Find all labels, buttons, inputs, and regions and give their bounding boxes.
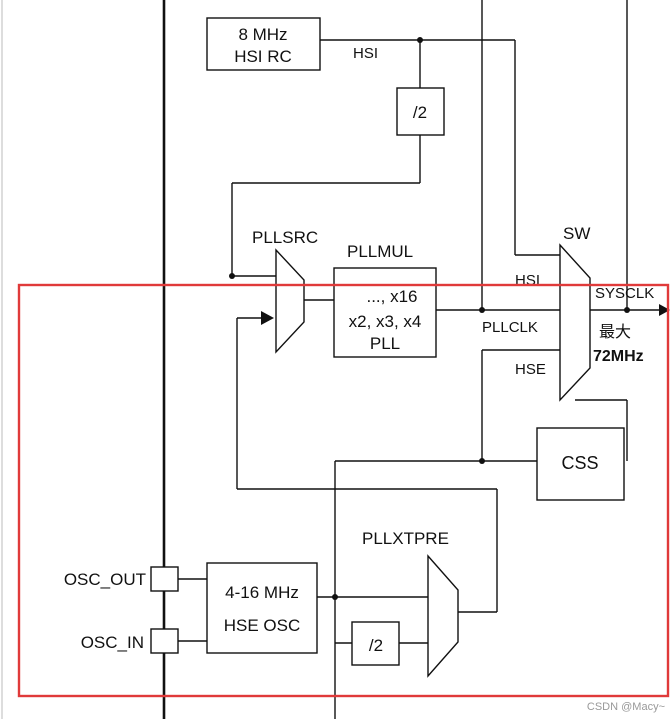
pll-line3: PLL (370, 334, 400, 353)
sw-hse-label: HSE (515, 361, 546, 378)
div2-bottom-block (351, 621, 400, 666)
sysclk-label: SYSCLK (595, 285, 654, 302)
hse-osc-line2: HSE OSC (224, 616, 301, 635)
hse-osc-block (206, 562, 318, 654)
pllclk-label: PLLCLK (482, 319, 538, 336)
hse-junction-dot (332, 594, 338, 600)
max-label: 最大 (599, 323, 631, 341)
div2-bottom-label: /2 (369, 636, 383, 655)
pll-line2: x2, x3, x4 (349, 312, 422, 331)
hsi-label: HSI (353, 45, 378, 62)
pllsrc-arrow-icon (261, 311, 274, 325)
watermark: CSDN @Macy~ (587, 701, 665, 713)
pllxtpre-label: PLLXTPRE (362, 529, 449, 548)
hsi-rc-line2: HSI RC (234, 47, 292, 66)
freq-label: 72MHz (593, 348, 644, 365)
sysclk-arrow-icon (659, 304, 670, 316)
pllxtpre-mux (427, 554, 459, 678)
osc-out-label: OSC_OUT (64, 570, 146, 589)
sw-label: SW (563, 224, 590, 243)
pllclk-junction-dot (479, 307, 485, 313)
div2-top-label: /2 (413, 103, 427, 122)
osc-in-label: OSC_IN (81, 633, 144, 652)
pllsrc-label: PLLSRC (252, 228, 318, 247)
hsi-rc-line1: 8 MHz (238, 25, 287, 44)
pll-block (333, 267, 437, 358)
sysclk-junction-dot (624, 307, 630, 313)
sw-mux (559, 243, 591, 402)
hse-osc-line1: 4-16 MHz (225, 583, 299, 602)
highlight-frame (17, 283, 670, 698)
css-label: CSS (561, 453, 598, 473)
osc-out-pin (150, 566, 179, 592)
osc-in-pin (150, 628, 179, 654)
css-block (536, 427, 625, 501)
pllmul-label: PLLMUL (347, 242, 413, 261)
sw-hsi-label: HSI (515, 272, 540, 289)
hsi-rc-block (206, 17, 321, 71)
pllsrc-mux (275, 248, 305, 354)
pll-line1: ..., x16 (366, 287, 417, 306)
